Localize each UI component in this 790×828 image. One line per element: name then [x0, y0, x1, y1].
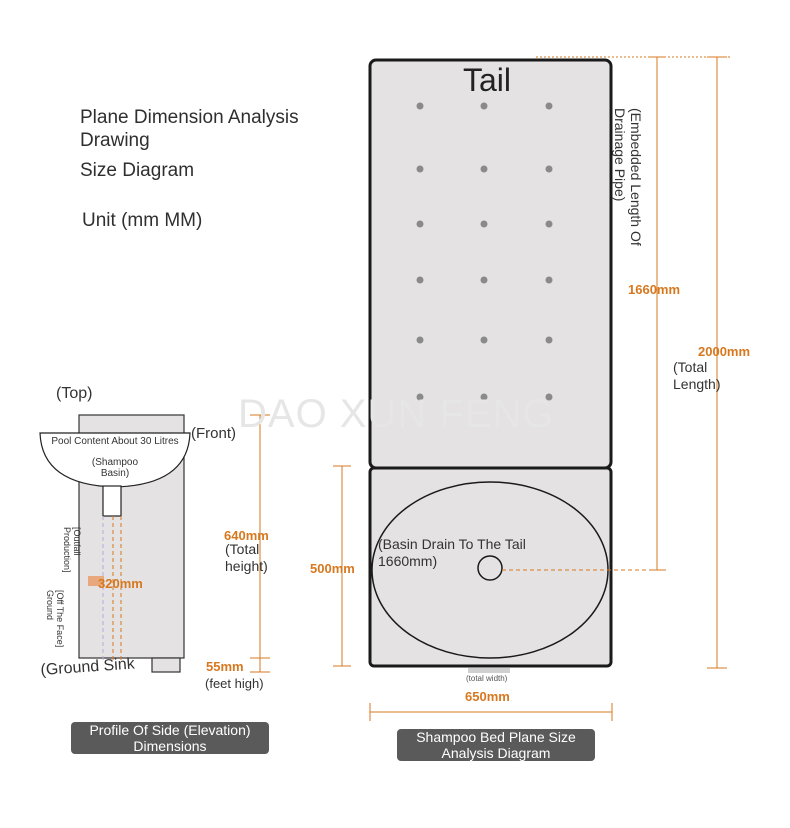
title-line-1: Plane Dimension Analysis [80, 107, 299, 128]
basin-drain-label: (Basin Drain To The Tail 1660mm) [378, 536, 526, 569]
basin-height-value: 500mm [310, 561, 355, 576]
total-width-small: (total width) [466, 674, 508, 683]
side-foot [151, 657, 181, 673]
side-height-value: 640mm [224, 528, 269, 543]
shampoo-basin-label: (Shampoo Basin) [91, 457, 139, 479]
top-label: (Top) [56, 385, 93, 402]
embedded-length-value: 1660mm [628, 282, 681, 297]
feet-label: (feet high) [205, 676, 264, 691]
title-line-3: Size Diagram [80, 160, 195, 181]
off-face-label: [Off The Face] Ground [45, 590, 65, 648]
total-length-value: 2000mm [698, 344, 751, 359]
width-value: 650mm [465, 689, 510, 704]
basin-drain [477, 555, 503, 581]
pool-content-label: Pool Content About 30 Litres [51, 436, 179, 447]
side-drain-neck [102, 485, 122, 517]
bed-hole-grid [416, 102, 553, 401]
outfall-label: [Outfall Production] [62, 527, 82, 573]
front-label: (Front) [191, 425, 236, 442]
outfall-value: 320mm [98, 576, 143, 591]
bed-plane-caption: Shampoo Bed Plane Size Analysis Diagram [397, 729, 595, 761]
side-profile-caption: Profile Of Side (Elevation) Dimensions [71, 722, 269, 754]
total-length-label: (Total Length) [673, 359, 721, 392]
watermark: DAO XUN FENG [238, 392, 555, 436]
tail-label: Tail [463, 62, 512, 98]
title-line-2: Drawing [80, 130, 150, 151]
embedded-length-label: (Embedded Length Of Drainage Pipe) [612, 108, 644, 246]
side-height-label: (Total height) [225, 541, 268, 574]
unit-label: Unit (mm MM) [82, 210, 203, 231]
feet-value: 55mm [206, 659, 244, 674]
